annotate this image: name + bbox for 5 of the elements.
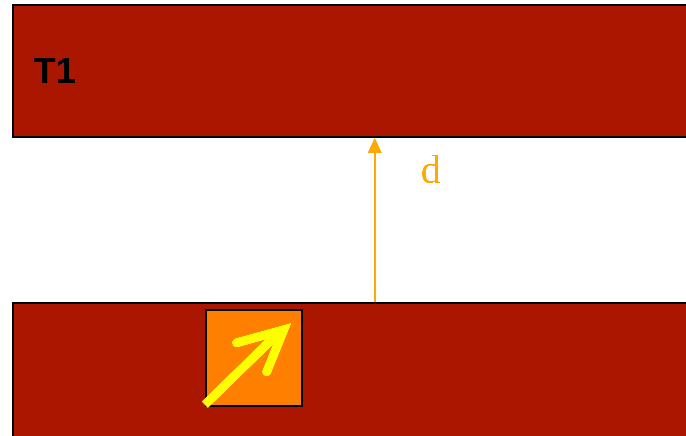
arrow — [368, 138, 382, 302]
plate-label: T1 — [34, 50, 76, 92]
plate-band — [12, 302, 686, 436]
edge-label: d — [421, 150, 441, 190]
plate-band — [12, 4, 686, 138]
